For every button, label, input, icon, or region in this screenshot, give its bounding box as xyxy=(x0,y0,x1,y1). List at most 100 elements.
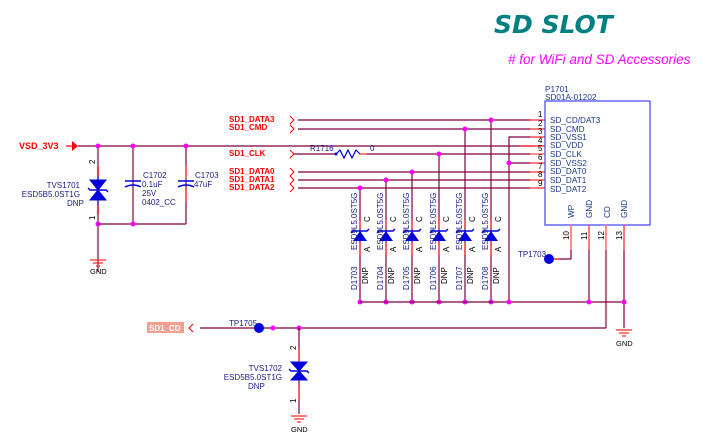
tvs1701-ref: TVS1701 xyxy=(47,181,81,190)
pin-number: 5 xyxy=(538,144,543,153)
pin-name: SD_VDD xyxy=(550,141,583,150)
diode-ref: D1703 xyxy=(350,266,359,290)
pin-name: WP xyxy=(567,204,576,218)
power-net-label[interactable]: VSD_3V3 xyxy=(19,141,59,151)
diode-value: ESD9L5.0ST5G xyxy=(455,193,464,250)
pin-name: SD_VSS1 xyxy=(550,133,587,142)
page-title: SD SLOT xyxy=(494,10,615,39)
power-port-arrow-icon xyxy=(66,141,78,151)
c1702[interactable]: C1702 0.1uF 25V 0402_CC xyxy=(124,146,176,224)
diode-note: DNP xyxy=(440,267,449,284)
signal-sd1-clk[interactable]: SD1_CLK R1716 0 xyxy=(229,144,530,160)
diode-value: ESD9L5.0ST5G xyxy=(402,193,411,250)
junction xyxy=(357,185,363,191)
diode-cathode-label: C xyxy=(468,216,477,222)
diode-anode-label: A xyxy=(415,246,424,252)
net-label: SD1_DATA2 xyxy=(229,183,275,192)
tp1703-label: TP1703 xyxy=(518,250,547,259)
signal-sd1-data3[interactable]: SD1_DATA3 xyxy=(229,115,530,125)
pin-number: 2 xyxy=(538,119,543,128)
pin-number: 9 xyxy=(538,179,543,188)
gnd-symbol-icon xyxy=(290,415,308,423)
pin-name: CD xyxy=(603,206,612,218)
connector-part: SD01A-01202 xyxy=(545,93,597,102)
net-label: SD1_CMD xyxy=(229,123,267,132)
pin-number: 6 xyxy=(538,153,543,162)
diode-icon xyxy=(405,231,419,241)
junction xyxy=(436,151,442,157)
diode-cathode-label: C xyxy=(415,216,424,222)
diode-anode-label: A xyxy=(442,246,451,252)
tvs1701[interactable]: 2 1 TVS1701 ESD5B5.0ST1G DNP xyxy=(22,146,109,272)
tvs1701-pin-bottom: 1 xyxy=(88,215,97,220)
diode-cathode-label: C xyxy=(389,216,398,222)
gnd-label: GND xyxy=(291,425,308,434)
connector-p1701[interactable]: P1701 SD01A-01202 1 SD_CD/DAT3 2 SD_CMD … xyxy=(538,85,651,250)
tvs1702-pin-top: 2 xyxy=(289,345,298,350)
pin-number: 12 xyxy=(597,231,606,240)
junction xyxy=(462,126,468,132)
diode-ref: D1704 xyxy=(376,266,385,290)
testpoint-tp1703-icon[interactable] xyxy=(544,254,554,264)
diode-value: ESD9L5.0ST5G xyxy=(350,193,359,250)
c1703-ref: C1703 xyxy=(195,171,219,180)
pin-number: 13 xyxy=(615,231,624,240)
diode-note: DNP xyxy=(361,267,370,284)
diode-anode-label: A xyxy=(389,246,398,252)
junction xyxy=(95,143,101,149)
diode-ref: D1707 xyxy=(455,266,464,290)
diode-ref: D1708 xyxy=(481,266,490,290)
diode-icon xyxy=(484,231,498,241)
pin-name: SD_CMD xyxy=(550,125,585,134)
cd-net-highlight xyxy=(147,322,184,333)
diode-note: DNP xyxy=(413,267,422,284)
diode-icon xyxy=(458,231,472,241)
pin-name: SD_DAT2 xyxy=(550,185,587,194)
pin-name: SD_DAT0 xyxy=(550,167,587,176)
tvs1702-value: ESD5B5.0ST1G xyxy=(224,373,282,382)
diode-cathode-label: C xyxy=(494,216,503,222)
c1703[interactable]: C1703 47uF xyxy=(177,146,219,224)
diode-ref: D1706 xyxy=(429,266,438,290)
r1716-ref: R1716 xyxy=(310,144,334,153)
offpage-arrow-icon xyxy=(188,323,194,333)
resistor-icon xyxy=(335,148,361,160)
pin-name: GND xyxy=(620,200,629,218)
page-subtitle: # for WiFi and SD Accessories xyxy=(508,52,691,67)
gnd-label: GND xyxy=(616,339,633,348)
pin-number: 10 xyxy=(562,231,571,240)
junction xyxy=(383,177,389,183)
diode-anode-label: A xyxy=(468,246,477,252)
diode-cathode-label: C xyxy=(442,216,451,222)
tvs1702-pin-bottom: 1 xyxy=(289,398,298,403)
tvs1702[interactable]: 2 1 TVS1702 ESD5B5.0ST1G DNP xyxy=(224,328,310,414)
diode-cathode-label: C xyxy=(363,216,372,222)
signal-sd1-cmd[interactable]: SD1_CMD xyxy=(229,123,530,134)
net-label: SD1_DATA3 xyxy=(229,115,275,124)
signal-sd1-data2[interactable]: SD1_DATA2 xyxy=(229,183,530,193)
diode-note: DNP xyxy=(466,267,475,284)
junction xyxy=(488,117,494,123)
pin-number: 3 xyxy=(538,127,543,136)
tp1705-label: TP1705 xyxy=(229,319,258,328)
pin-name: SD_DAT1 xyxy=(550,176,587,185)
pin-number: 1 xyxy=(538,110,543,119)
diode-ref: D1705 xyxy=(402,266,411,290)
testpoint-tp1705-icon[interactable] xyxy=(254,323,264,333)
tvs1701-pin-top: 2 xyxy=(88,159,97,164)
pin-number: 4 xyxy=(538,136,543,145)
c1702-value: 0.1uF xyxy=(142,180,163,189)
cd-net-label[interactable]: SD1_CD xyxy=(149,324,181,333)
pin-name: SD_VSS2 xyxy=(550,159,587,168)
net-label: SD1_DATA1 xyxy=(229,175,275,184)
diode-value: ESD9L5.0ST5G xyxy=(481,193,490,250)
gnd-label: GND xyxy=(90,267,107,276)
